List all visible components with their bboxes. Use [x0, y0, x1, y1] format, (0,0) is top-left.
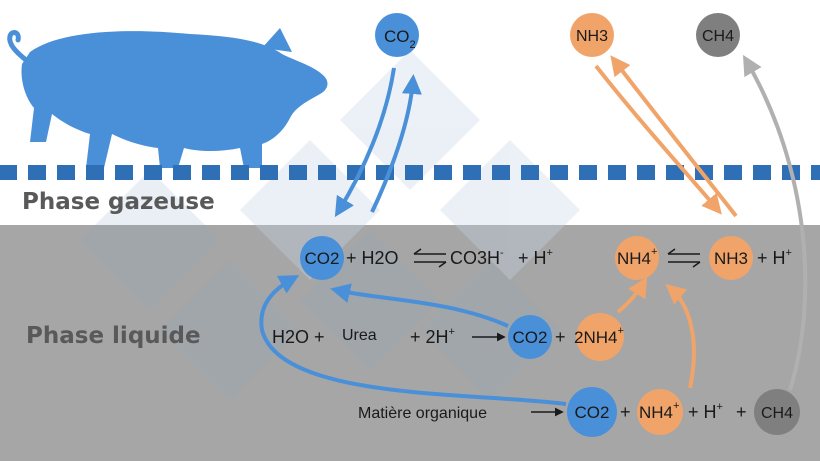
eq1-equilibrium-arrows — [413, 248, 447, 268]
eq2-urea: Urea — [342, 327, 377, 344]
eq1-co3h: CO3H- — [450, 247, 504, 268]
eq3-organic-matter: Matière organique — [358, 405, 487, 422]
pig-icon — [7, 28, 328, 169]
organic-co2-to-eq1-arrow — [259, 275, 567, 406]
eq3-plus-h: + H+ — [688, 401, 723, 422]
ch4-emission-arrow — [742, 54, 808, 391]
liquid-phase-background — [0, 225, 820, 461]
eq2-nh4-label: 2NH4+ — [574, 325, 624, 347]
organic-nh4-to-eq-arrow — [665, 284, 696, 389]
co2-emission-arrow — [370, 74, 422, 213]
eq1-plus-h2o: + H2O — [346, 248, 399, 268]
gas-co2-circle — [375, 13, 419, 57]
eq3-nh4-circle — [637, 389, 683, 435]
eq3-nh4-label: NH4+ — [639, 400, 679, 422]
eq-nh-plus-h: + H+ — [757, 247, 792, 268]
eq3-ch4-circle — [754, 389, 800, 435]
eq2-plus-2h: + 2H+ — [410, 326, 455, 347]
eq-nh4-label: NH4+ — [617, 246, 657, 268]
eq1-co2-label: CO2 — [305, 249, 340, 268]
eq-nh3-circle — [709, 236, 753, 280]
eq2-nh4-circle — [576, 313, 624, 361]
nh3-emission-arrow — [610, 55, 738, 218]
gas-ch4-circle — [696, 13, 740, 57]
gas-ch4-label: CH4 — [702, 28, 734, 45]
eq2-co2-circle — [508, 315, 552, 359]
liquid-phase-label: Phase liquide — [26, 323, 201, 349]
eq3-plus-1: + — [620, 402, 631, 422]
gas-nh3-circle — [570, 13, 614, 57]
eq1-co2-circle — [300, 236, 344, 280]
eq-nh4-circle — [615, 236, 659, 280]
eq2-co2-label: CO2 — [513, 328, 548, 347]
nh3-dissolution-arrow — [594, 64, 722, 215]
co2-dissolution-arrow — [334, 67, 396, 218]
eq-nh-equilibrium-arrows — [667, 248, 701, 268]
gas-co2-label: CO2 — [384, 27, 416, 51]
urea-nh4-to-eq-arrow — [616, 276, 648, 314]
gas-liquid-interface — [0, 165, 820, 180]
urea-co2-to-eq1-arrow — [330, 283, 509, 328]
eq2-plus: + — [555, 327, 566, 347]
eq2-h2o-plus: H2O + — [272, 327, 325, 347]
eq3-co2-label: CO2 — [575, 403, 610, 422]
eq1-plus-h: + H+ — [518, 247, 553, 268]
gas-nh3-label: NH3 — [576, 28, 608, 45]
gas-phase-label: Phase gazeuse — [22, 189, 215, 215]
eq3-co2-circle — [567, 387, 617, 437]
eq-nh3-label: NH3 — [714, 249, 748, 268]
eq3-ch4-label: CH4 — [761, 405, 793, 422]
eq3-plus-2: + — [736, 402, 747, 422]
